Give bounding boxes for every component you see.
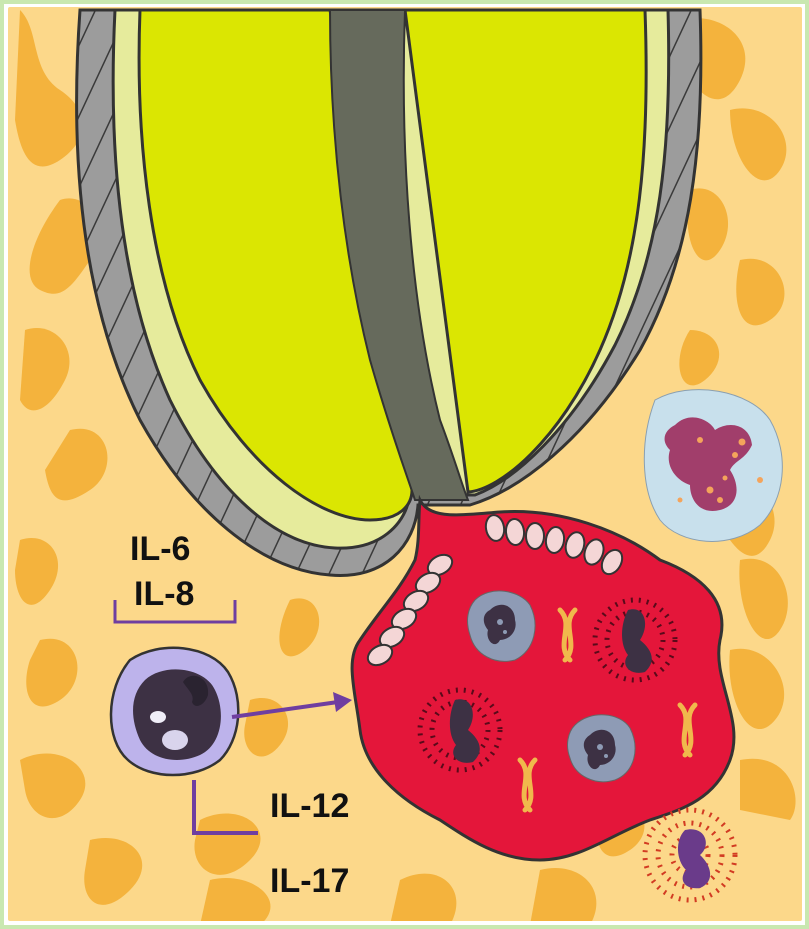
- grey-cell-2: [568, 715, 635, 782]
- label-il-8: IL-8: [134, 575, 194, 613]
- label-il-12: IL-12: [270, 787, 349, 825]
- eosinophil-outside: [645, 810, 735, 900]
- label-il-17: IL-17: [270, 862, 349, 900]
- neutrophil-outside: [644, 390, 782, 542]
- label-il-6: IL-6: [130, 530, 190, 568]
- macrophage: [111, 648, 238, 775]
